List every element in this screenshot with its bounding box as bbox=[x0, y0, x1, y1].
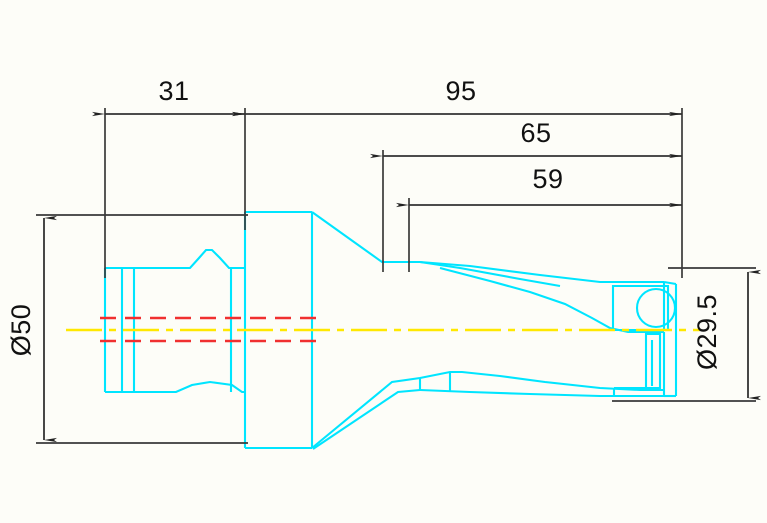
dimension-lines-group bbox=[43, 111, 761, 443]
insert-pocket-upper bbox=[611, 284, 670, 332]
lower-insert-body bbox=[644, 332, 662, 390]
body-upper-flute-edge bbox=[439, 266, 664, 334]
shank-top-profile bbox=[105, 248, 245, 270]
extension-lines-group bbox=[36, 108, 756, 444]
body-taper-upper bbox=[311, 211, 420, 264]
part-outline-group bbox=[103, 210, 678, 450]
dim-label-95: 95 bbox=[445, 76, 476, 106]
body-taper-lower bbox=[311, 376, 421, 449]
body-taper-upper-inner bbox=[419, 260, 561, 288]
shank-bottom-profile bbox=[105, 380, 245, 394]
dim-label-drill-diameter: Ø29.5 bbox=[692, 294, 722, 370]
coolant-hole-lines bbox=[100, 316, 322, 343]
body-top-edge bbox=[419, 260, 664, 284]
flute-rib-bottom bbox=[419, 388, 664, 398]
dim-label-59: 59 bbox=[532, 164, 563, 194]
tip-end-step-top bbox=[663, 280, 677, 286]
dim-label-31: 31 bbox=[158, 76, 189, 106]
insert-screw-hole bbox=[635, 287, 677, 329]
flute-rib-top bbox=[419, 370, 664, 392]
dim-label-shank-diameter: Ø50 bbox=[6, 304, 36, 357]
dim-label-65: 65 bbox=[520, 118, 551, 148]
body-taper-lower-2 bbox=[312, 388, 421, 450]
